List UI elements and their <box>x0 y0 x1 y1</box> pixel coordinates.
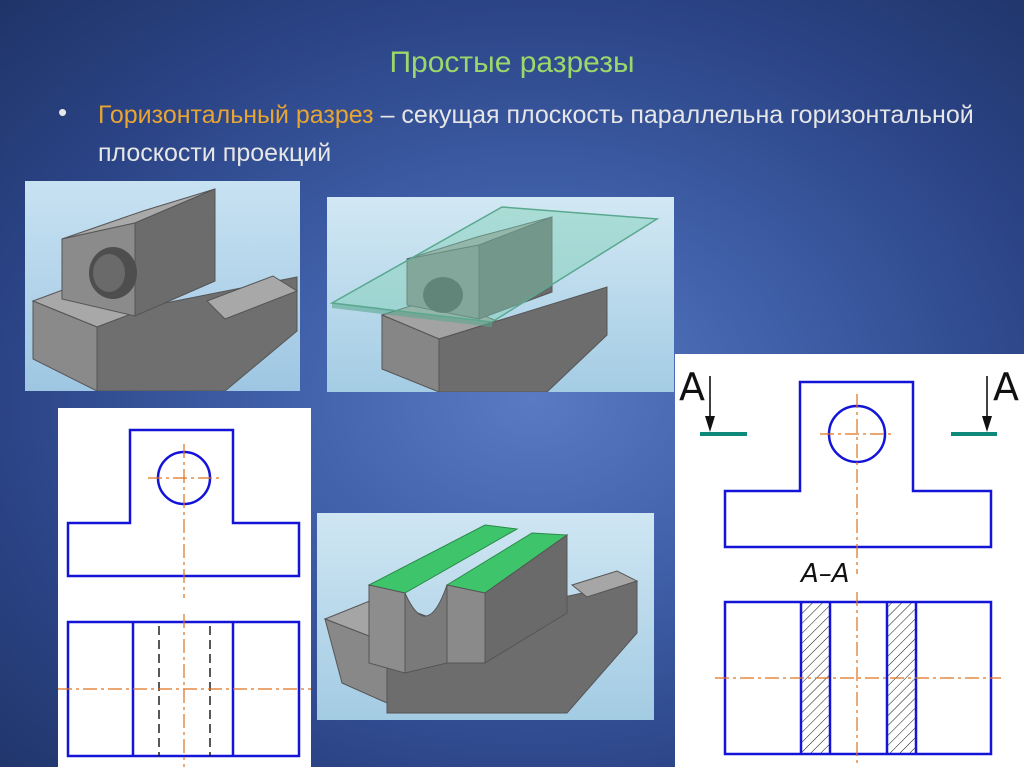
isometric-part-image <box>25 181 300 391</box>
slide-title: Простые разрезы <box>389 46 635 79</box>
section-title-label: А–А <box>801 559 850 589</box>
sectioned-part-image <box>317 513 654 720</box>
section-drawing: А А А–А <box>675 354 1024 767</box>
projection-drawing <box>58 408 311 767</box>
bullet-marker: • <box>58 97 68 127</box>
bullet-definition: – секущая плоскость параллельна горизонт… <box>98 101 974 167</box>
section-label-right: А <box>993 365 1019 409</box>
section-label-left: А <box>679 365 705 409</box>
cutting-plane-image <box>327 197 674 392</box>
bullet-term: Горизонтальный разрез <box>98 101 374 129</box>
bullet-text: Горизонтальный разрез – секущая плоскост… <box>98 96 978 172</box>
